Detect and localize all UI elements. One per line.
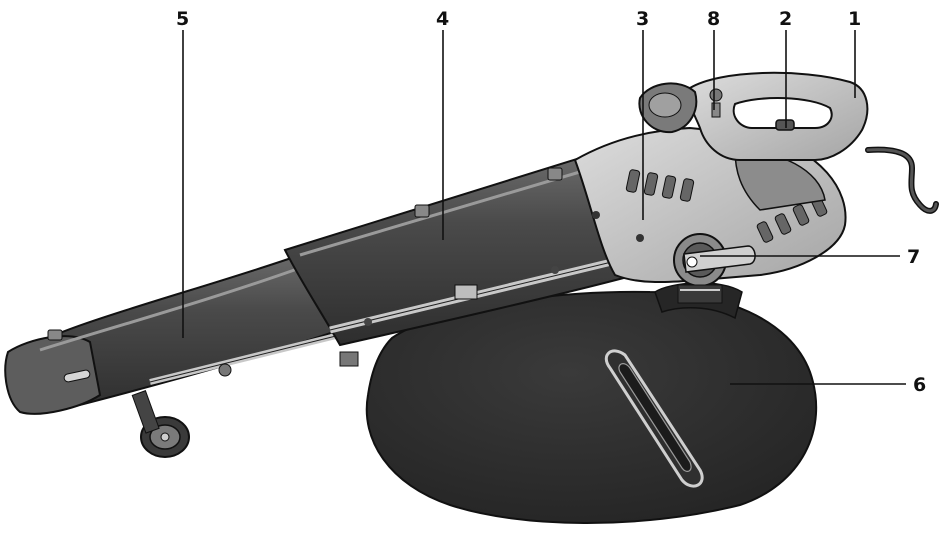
callout-2: 2 xyxy=(779,8,792,30)
callout-3: 3 xyxy=(636,8,649,30)
upper-tube xyxy=(283,156,642,367)
collection-bag xyxy=(365,282,818,524)
lower-tube xyxy=(4,247,342,415)
callout-4: 4 xyxy=(436,8,449,30)
callout-7: 7 xyxy=(907,246,920,268)
callout-1: 1 xyxy=(848,8,861,30)
speed-control-dial[interactable] xyxy=(709,88,723,118)
vent-slots xyxy=(625,169,828,243)
callout-8: 8 xyxy=(707,8,720,30)
mode-selector-lever[interactable] xyxy=(673,233,756,304)
callout-5: 5 xyxy=(176,8,189,30)
callout-labels: 5 4 3 8 2 1 7 6 xyxy=(176,8,926,396)
on-off-switch[interactable] xyxy=(775,119,795,131)
bag-handle[interactable] xyxy=(604,349,704,488)
handle[interactable] xyxy=(638,71,939,214)
callout-6: 6 xyxy=(913,374,926,396)
leader-lines xyxy=(182,30,906,385)
wheel xyxy=(131,390,190,458)
